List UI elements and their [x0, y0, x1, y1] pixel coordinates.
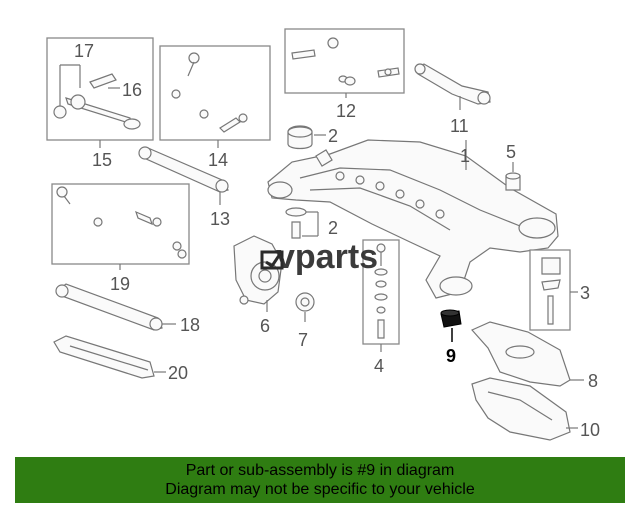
- callout-18[interactable]: 18: [180, 315, 200, 335]
- info-banner: Part or sub-assembly is #9 in diagram Di…: [15, 457, 625, 503]
- callout-2-upper[interactable]: 2: [328, 126, 338, 146]
- part-1-subframe[interactable]: [267, 139, 559, 299]
- part-18-arm[interactable]: [55, 283, 176, 331]
- part-2-upper-mount[interactable]: [287, 125, 326, 150]
- callout-6[interactable]: 6: [260, 316, 270, 336]
- callout-7[interactable]: 7: [298, 330, 308, 350]
- kit-box-3[interactable]: [529, 249, 578, 331]
- svg-text:14: 14: [208, 150, 228, 170]
- kit-box-12[interactable]: [284, 28, 405, 94]
- part-7-bushing[interactable]: [295, 292, 315, 322]
- svg-text:2: 2: [328, 218, 338, 238]
- callout-5[interactable]: 5: [506, 142, 516, 162]
- kit-box-19[interactable]: [51, 183, 190, 265]
- part-20-brace[interactable]: [53, 335, 166, 379]
- callout-17[interactable]: 17: [74, 41, 94, 61]
- svg-text:8: 8: [588, 371, 598, 391]
- svg-text:5: 5: [506, 142, 516, 162]
- part-5-bushing[interactable]: [505, 162, 521, 191]
- svg-text:11: 11: [450, 116, 469, 136]
- part-10-shield[interactable]: [471, 377, 578, 441]
- svg-text:15: 15: [92, 150, 112, 170]
- part-11-upper-arm[interactable]: [414, 63, 491, 110]
- kit-box-14[interactable]: [159, 45, 271, 141]
- svg-text:18: 18: [180, 315, 200, 335]
- kit-box-15[interactable]: [46, 37, 154, 141]
- callout-10[interactable]: 10: [580, 420, 600, 440]
- callout-12[interactable]: 12: [336, 93, 356, 121]
- callout-3[interactable]: 3: [580, 283, 590, 303]
- svg-text:16: 16: [122, 80, 142, 100]
- svg-text:17: 17: [74, 41, 94, 61]
- svg-text:2: 2: [328, 126, 338, 146]
- callout-16[interactable]: 16: [122, 80, 142, 100]
- callout-8[interactable]: 8: [588, 371, 598, 391]
- svg-text:12: 12: [336, 101, 356, 121]
- svg-text:20: 20: [168, 363, 188, 383]
- info-banner-line2: Diagram may not be specific to your vehi…: [165, 481, 475, 498]
- svg-text:1: 1: [460, 146, 470, 166]
- svg-text:4: 4: [374, 356, 384, 376]
- svg-text:19: 19: [110, 274, 130, 294]
- svg-text:10: 10: [580, 420, 600, 440]
- callout-15[interactable]: 15: [92, 140, 112, 170]
- part-2-lower-mount[interactable]: [285, 207, 319, 239]
- callout-14[interactable]: 14: [208, 140, 228, 170]
- watermark-logo: vparts: [260, 238, 378, 276]
- callout-9[interactable]: 9: [446, 346, 456, 366]
- callout-11[interactable]: 11: [450, 116, 469, 136]
- parts-diagram: 17 16 15 14 12: [46, 28, 600, 441]
- callout-4[interactable]: 4: [374, 344, 384, 376]
- svg-text:13: 13: [210, 209, 230, 229]
- callout-19[interactable]: 19: [110, 264, 130, 294]
- svg-text:7: 7: [298, 330, 308, 350]
- info-banner-line1: Part or sub-assembly is #9 in diagram: [185, 462, 455, 479]
- svg-text:vparts: vparts: [276, 238, 378, 276]
- part-13-arm[interactable]: [138, 146, 229, 205]
- svg-text:3: 3: [580, 283, 590, 303]
- callout-20[interactable]: 20: [168, 363, 188, 383]
- kit-box-4[interactable]: [362, 239, 400, 345]
- part-8-lower-arm[interactable]: [471, 321, 584, 387]
- part-9-bushing[interactable]: [440, 309, 462, 342]
- callout-1[interactable]: 1: [460, 146, 470, 166]
- callout-13[interactable]: 13: [210, 209, 230, 229]
- callout-2-lower[interactable]: 2: [328, 218, 338, 238]
- svg-text:9: 9: [446, 346, 456, 366]
- svg-text:6: 6: [260, 316, 270, 336]
- part-6-knuckle[interactable]: [233, 235, 283, 312]
